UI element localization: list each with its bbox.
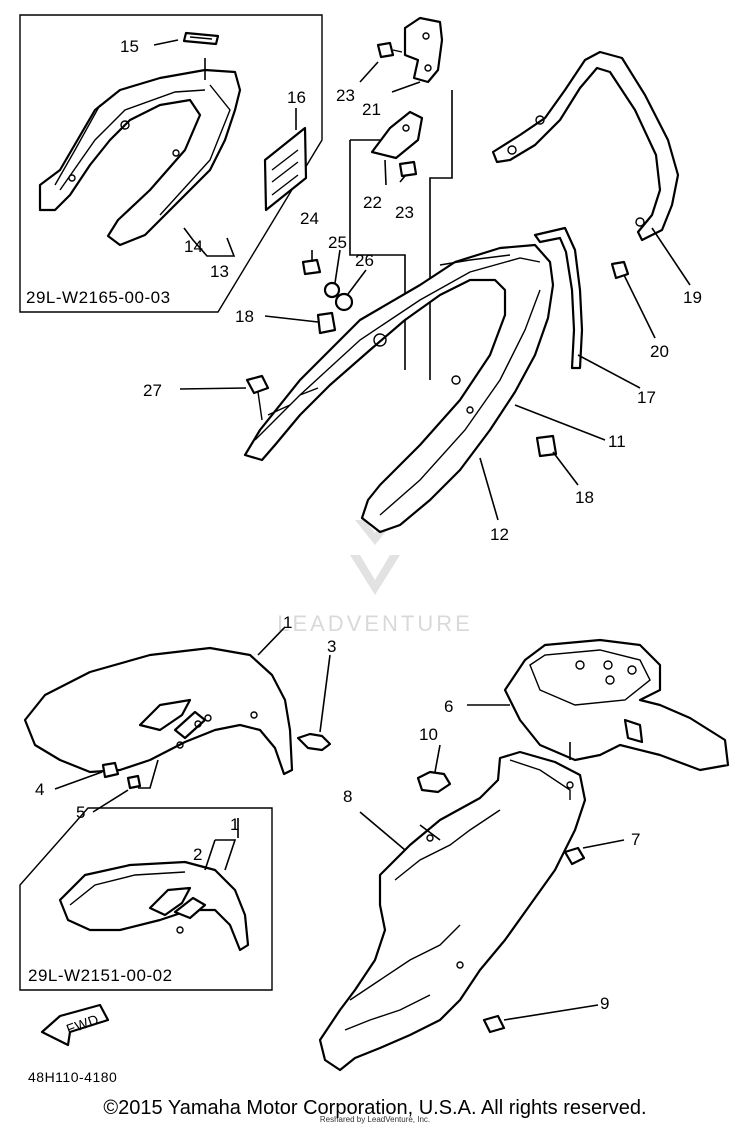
nut-23 <box>398 160 418 178</box>
callout-23-mid: 23 <box>395 203 414 222</box>
rear-fender-8 <box>318 750 587 1072</box>
callout-1-top: 1 <box>283 613 292 632</box>
taillight-bracket-6 <box>503 638 730 772</box>
callout-20: 20 <box>650 342 669 361</box>
bracket-22 <box>370 110 424 160</box>
fender-cutout <box>138 698 192 732</box>
front-box-code: 29L-W2151-00-02 <box>28 966 173 985</box>
bolt-7 <box>563 846 586 866</box>
bolt-9 <box>482 1014 506 1034</box>
callout-12: 12 <box>490 525 509 544</box>
rear-fender-group: 6 10 8 7 9 <box>318 638 730 1072</box>
callout-9: 9 <box>600 994 609 1013</box>
watermark-logo-icon <box>350 520 400 595</box>
bolt-3 <box>296 732 332 752</box>
callout-22: 22 <box>363 193 382 212</box>
callout-5: 5 <box>76 803 85 822</box>
bracket-21 <box>403 16 444 84</box>
washer-25 <box>323 281 341 299</box>
rear-box-code: 29L-W2165-00-03 <box>26 288 171 307</box>
grab-bar-group: 19 20 <box>491 50 702 361</box>
callout-19: 19 <box>683 288 702 307</box>
grab-bar-19 <box>491 50 680 242</box>
callout-24: 24 <box>300 209 319 228</box>
grommet-18-top <box>316 311 337 335</box>
callout-27: 27 <box>143 381 162 400</box>
watermark-text: LEADVENTURE <box>277 611 473 636</box>
tail-cover-group: 17 11 12 18 18 27 24 25 26 <box>143 209 656 544</box>
fwd-arrow-icon <box>40 1003 110 1047</box>
callout-11: 11 <box>608 432 626 451</box>
callout-26: 26 <box>355 251 374 270</box>
callout-17: 17 <box>637 388 656 407</box>
callout-13: 13 <box>210 262 229 281</box>
bolt-23-top <box>376 41 395 59</box>
seal-17 <box>533 226 584 370</box>
figure-code: 48H110-4180 <box>28 1069 117 1085</box>
callout-16: 16 <box>287 88 306 107</box>
washer-5 <box>126 774 142 790</box>
nut-24 <box>301 258 322 276</box>
rear-inset-box: 15 16 14 13 29L-W2165-00-03 <box>19 14 323 313</box>
callout-1-box: 1 <box>230 815 239 834</box>
bracket-assembly: 23 21 22 23 <box>336 16 453 380</box>
watermark: LEADVENTURE <box>277 520 473 636</box>
callout-4: 4 <box>35 780 44 799</box>
tail-cover-11 <box>243 243 555 534</box>
bolt-4 <box>101 761 120 779</box>
callout-18-left: 18 <box>235 307 254 326</box>
callout-15: 15 <box>120 37 139 56</box>
fwd-arrow: FWD <box>40 1003 110 1047</box>
callout-10: 10 <box>419 725 438 744</box>
callout-2: 2 <box>193 845 202 864</box>
copyright-notice: ©2015 Yamaha Motor Corporation, U.S.A. A… <box>103 1097 647 1119</box>
cap-20 <box>610 260 630 280</box>
grommet-10 <box>416 770 452 794</box>
callout-14: 14 <box>184 237 203 256</box>
callout-25: 25 <box>328 233 347 252</box>
callout-23-top: 23 <box>336 86 355 105</box>
callout-3: 3 <box>327 637 336 656</box>
front-fender-group: 1 3 4 5 <box>23 613 336 822</box>
collar-26 <box>334 292 354 312</box>
callout-7: 7 <box>631 830 640 849</box>
callout-21: 21 <box>362 100 381 119</box>
bolt-27 <box>245 374 270 395</box>
inset-decal <box>263 126 308 212</box>
front-inset-box: 2 1 29L-W2151-00-02 <box>19 807 273 991</box>
grommet-18-right <box>535 434 558 458</box>
callout-6: 6 <box>444 697 453 716</box>
callout-8: 8 <box>343 787 352 806</box>
callout-18-right: 18 <box>575 488 594 507</box>
reshared-notice: Reshared by LeadVenture, Inc. <box>319 1115 431 1124</box>
